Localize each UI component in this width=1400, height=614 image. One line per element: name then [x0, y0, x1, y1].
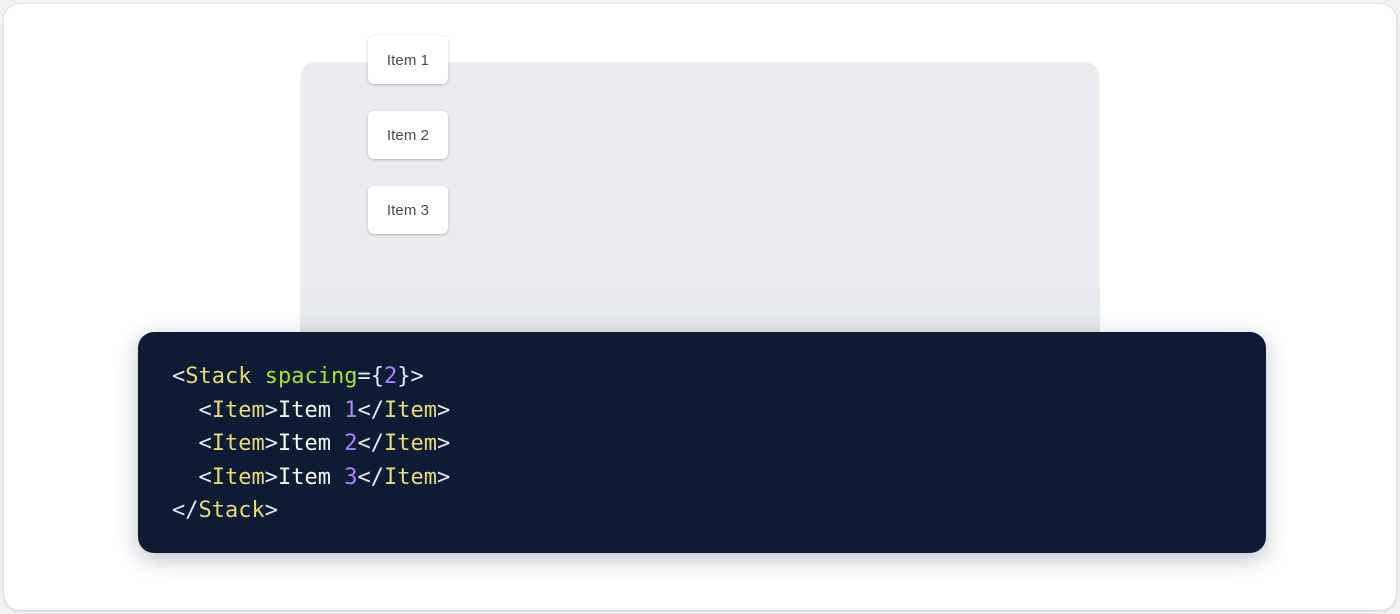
code-token: > — [264, 431, 278, 457]
page-canvas: Item 1 Item 2 Item 3 <Stack spacing={2}>… — [4, 4, 1396, 610]
code-token: </ — [357, 397, 384, 423]
code-token: }> — [397, 364, 424, 389]
code-token: Item — [277, 431, 345, 457]
code-token: ={ — [357, 364, 384, 389]
stack-container: Item 1 Item 2 Item 3 — [368, 36, 448, 234]
code-token: spacing — [264, 364, 358, 389]
code-token: > — [436, 431, 451, 457]
list-item[interactable]: Item 2 — [368, 111, 448, 159]
code-token: </ — [357, 431, 384, 457]
code-token: Item — [277, 464, 345, 490]
list-item[interactable]: Item 3 — [368, 186, 448, 234]
code-token: 1 — [344, 397, 358, 423]
code-token: Item — [211, 431, 265, 457]
code-token: > — [264, 498, 278, 524]
code-token: 2 — [344, 431, 358, 457]
code-token: Item — [383, 397, 437, 423]
code-text: <Stack spacing={2}> <Item>Item 1</Item> … — [172, 360, 1232, 528]
code-token: Item — [383, 464, 437, 490]
code-token: < — [172, 364, 186, 389]
code-token — [251, 364, 264, 389]
code-token: < — [198, 397, 212, 423]
item-label: Item 1 — [386, 51, 430, 69]
code-token: 3 — [344, 464, 358, 490]
code-token: Item — [211, 464, 265, 490]
list-item[interactable]: Item 1 — [368, 36, 448, 84]
code-token: > — [436, 397, 451, 423]
code-token: > — [264, 397, 278, 423]
code-token: Stack — [185, 364, 252, 389]
jsx-code-snippet[interactable]: <Stack spacing={2}> <Item>Item 1</Item> … — [138, 332, 1266, 553]
code-token: Stack — [198, 498, 265, 524]
code-token: </ — [172, 498, 199, 524]
code-token: 2 — [383, 364, 398, 389]
code-token: Item — [383, 431, 437, 457]
code-token: < — [198, 431, 212, 457]
code-token: </ — [357, 464, 384, 490]
code-token: Item — [277, 397, 345, 423]
code-token: > — [436, 464, 451, 490]
code-token: > — [264, 464, 278, 490]
code-token: < — [198, 464, 212, 490]
item-label: Item 2 — [386, 126, 430, 144]
code-token: Item — [211, 397, 265, 423]
item-label: Item 3 — [386, 201, 430, 219]
